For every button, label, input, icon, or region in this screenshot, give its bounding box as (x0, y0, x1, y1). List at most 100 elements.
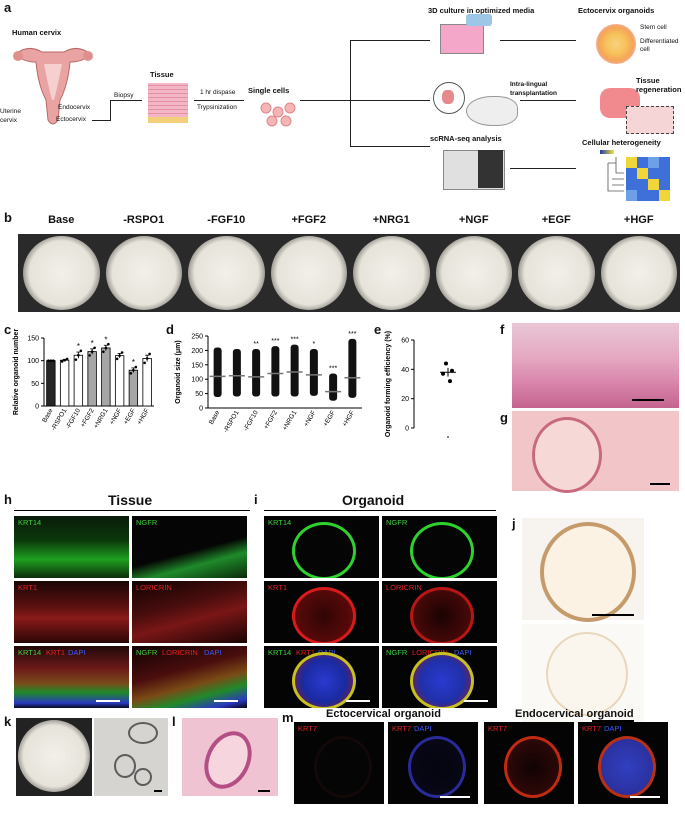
data-point (77, 353, 80, 357)
fluorescence-image: KRT14 (14, 516, 129, 578)
panel-label-b: b (4, 210, 12, 225)
stain-label: NGFR (136, 518, 158, 527)
stain-label: LORICRIN (386, 583, 422, 592)
stain-label: LORICRIN (162, 648, 198, 657)
stain-label: DAPI (68, 648, 86, 657)
stain-label: KRT14 (268, 648, 292, 657)
endo-organoid-heading: Endocervical organoid (515, 708, 634, 720)
data-point (102, 350, 105, 354)
data-point (107, 342, 110, 346)
organoid-ring (314, 736, 372, 798)
data-point (52, 359, 55, 362)
ihc-negative-image (522, 624, 644, 726)
data-point (148, 352, 151, 356)
distribution-column (309, 348, 318, 396)
stain-label: KRT7 (488, 724, 508, 733)
panel-label-h: h (4, 492, 12, 507)
data-point (49, 359, 53, 362)
data-point (79, 349, 83, 353)
distribution-column (232, 348, 241, 397)
stain-label: LORICRIN (136, 583, 172, 592)
fluorescence-image: LORICRIN (382, 581, 497, 643)
stain-label: DAPI (414, 724, 432, 733)
dish-label: +HGF (623, 214, 654, 226)
differentiated-cell-label: Differentiated cell (640, 38, 679, 53)
dish-image (270, 236, 347, 310)
x-tick-label: Base (41, 407, 55, 424)
organoid-ring (504, 736, 562, 798)
single-cells-label: Single cells (248, 86, 290, 95)
bar (73, 354, 84, 407)
tissue-block (148, 83, 188, 117)
distribution-column (329, 373, 338, 401)
fluorescence-image: KRT7 (484, 722, 574, 804)
dish-image (188, 236, 265, 310)
stain-label: KRT14 (18, 518, 42, 527)
transplantation-label: Intra-lingual transplantation (510, 81, 557, 97)
x-tick-label: +NGF (303, 409, 318, 428)
dish-label: +NRG1 (372, 214, 410, 226)
y-tick-label: 150 (27, 336, 39, 343)
data-point (63, 358, 66, 362)
dish-image (105, 236, 182, 310)
brightfield-dish-frame (16, 718, 92, 796)
x-tick-label: +NRG1 (93, 407, 110, 430)
x-tick-label: +HGF (136, 407, 151, 426)
stain-label: DAPI (604, 724, 622, 733)
bar (114, 355, 125, 407)
trypsinization-label: Trypsinization (197, 104, 237, 111)
fluorescence-image: KRT14 (264, 516, 379, 578)
dish-label: -FGF10 (207, 214, 246, 226)
bar (87, 351, 97, 407)
y-tick-label: 20 (401, 396, 409, 403)
culture-well (440, 24, 484, 54)
stain-label: NGFR (386, 518, 408, 527)
dish-label: Base (48, 214, 75, 226)
heatmap-colorbar (600, 150, 614, 154)
tissue-heading: Tissue (108, 492, 153, 508)
x-tick-label: Base (208, 409, 222, 426)
y-tick-label: 100 (27, 358, 39, 365)
mouse-icon (466, 96, 518, 126)
distribution-column (290, 344, 299, 397)
fluorescence-image: NGFR (382, 516, 497, 578)
y-tick-label: 0 (35, 404, 39, 411)
data-point (74, 358, 78, 361)
fluorescence-image: KRT7 (294, 722, 384, 804)
data-point (88, 354, 91, 357)
significance-mark: *** (271, 338, 279, 345)
dish-label: -RSPO1 (123, 214, 165, 226)
heatmap-icon (607, 157, 670, 201)
organoid-ring (292, 587, 356, 643)
y-tick-label: 0 (199, 406, 203, 413)
dispase-label: 1 hr dispase (200, 89, 236, 96)
data-point (444, 361, 448, 366)
data-point (118, 354, 121, 357)
y-tick-label: 60 (401, 338, 409, 345)
panel-label-e: e (374, 322, 382, 337)
single-cells-illustration (260, 102, 296, 127)
data-point (115, 357, 119, 361)
ectocervix-label: Ectocervix (56, 116, 86, 123)
x-tick-label: +HGF (341, 409, 356, 428)
data-point (120, 351, 124, 354)
tongue-inset (433, 82, 465, 114)
stain-label: KRT1 (268, 583, 288, 592)
fluorescence-image: NGFR (132, 516, 247, 578)
data-point (65, 357, 69, 361)
endocervical-he-image (182, 718, 278, 797)
significance-mark: * (132, 358, 135, 367)
sequencer-panel (478, 150, 503, 188)
organoid-ring (292, 522, 356, 578)
dish-image (518, 236, 595, 310)
significance-mark: * (313, 341, 316, 348)
significance-mark: *** (291, 337, 299, 344)
stain-label: KRT7 (298, 724, 318, 733)
panel-label-f: f (500, 322, 505, 337)
scrna-label: scRNA-seq analysis (430, 134, 502, 143)
y-axis-label: Relative organoid number (13, 329, 20, 416)
